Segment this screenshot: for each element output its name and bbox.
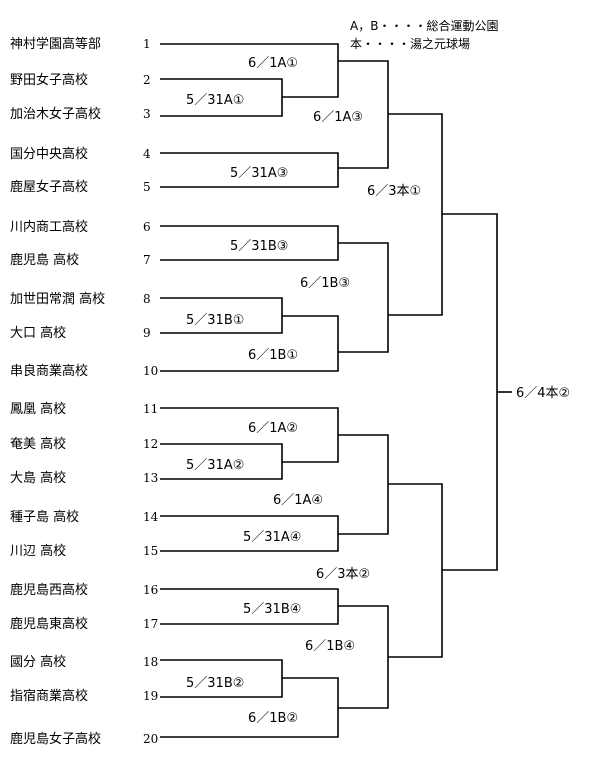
match-label: 6／1A②	[248, 421, 298, 436]
team-name: 鹿屋女子高校	[10, 179, 88, 195]
team-name: 加世田常潤 高校	[10, 291, 105, 307]
team-seed: 1	[143, 37, 151, 51]
bracket-line	[160, 43, 339, 98]
team-name: 串良商業高校	[10, 363, 88, 379]
team-seed: 20	[143, 732, 158, 746]
team-name: 鹿児島西高校	[10, 582, 88, 598]
team-seed: 14	[143, 510, 159, 524]
team-name: 鳳凰 高校	[10, 401, 66, 417]
bracket-line	[388, 483, 443, 658]
bracket-line	[442, 213, 498, 571]
team-seed: 4	[143, 147, 151, 161]
team-name: 鹿児島女子高校	[10, 731, 101, 747]
match-label: 6／1B④	[305, 639, 355, 654]
team-seed: 3	[143, 107, 151, 121]
match-label: 6／1B②	[248, 711, 298, 726]
team-name: 指宿商業高校	[10, 688, 88, 704]
team-seed: 12	[143, 437, 158, 451]
legend-venue-ab: A，B・・・・総合運動公園	[350, 18, 498, 33]
team-name: 加治木女子高校	[10, 106, 101, 122]
team-seed: 7	[143, 253, 151, 267]
team-seed: 19	[143, 689, 158, 703]
team-name: 大口 高校	[10, 325, 66, 341]
team-seed: 18	[143, 655, 158, 669]
match-label: 6／1A④	[273, 493, 323, 508]
team-name: 国分中央高校	[10, 146, 88, 162]
team-list: 神村学園高等部 1 野田女子高校 2 加治木女子高校 3 国分中央高校 4 鹿屋…	[10, 36, 159, 747]
match-label: 6／3本①	[367, 184, 421, 199]
team-seed: 9	[143, 326, 151, 340]
team-name: 奄美 高校	[10, 436, 66, 452]
bracket-line	[338, 242, 389, 353]
team-name: 川辺 高校	[10, 543, 66, 559]
team-name: 大島 高校	[10, 470, 66, 486]
team-name: 野田女子高校	[10, 72, 88, 88]
team-name: 鹿児島 高校	[10, 252, 79, 268]
match-label: 5／31B①	[186, 313, 244, 328]
team-seed: 16	[143, 583, 158, 597]
team-name: 川内商工高校	[10, 219, 88, 235]
match-label: 5／31B②	[186, 676, 244, 691]
match-label: 6／1A③	[313, 110, 363, 125]
team-name: 神村学園高等部	[10, 36, 101, 52]
team-seed: 8	[143, 292, 151, 306]
bracket-line	[388, 113, 443, 316]
match-label: 6／3本②	[316, 567, 370, 582]
match-label: 5／31B③	[230, 239, 288, 254]
team-seed: 10	[143, 364, 158, 378]
legend-venue-hon: 本・・・・湯之元球場	[350, 37, 470, 51]
match-label: 6／1B③	[300, 276, 350, 291]
bracket-lines	[160, 43, 512, 738]
match-label: 6／1A①	[248, 56, 298, 71]
team-name: 國分 高校	[10, 654, 66, 670]
match-label: 5／31B④	[243, 602, 301, 617]
team-seed: 5	[143, 180, 151, 194]
team-name: 種子島 高校	[10, 509, 79, 525]
team-seed: 15	[143, 544, 158, 558]
bracket-line	[160, 152, 339, 188]
bracket-line	[160, 315, 339, 372]
team-seed: 6	[143, 220, 151, 234]
match-label: 5／31A③	[230, 166, 288, 181]
bracket-line	[338, 605, 389, 709]
match-labels: 6／1A① 5／31A① 6／1A③ 5／31A③ 6／3本① 5／31B③ 6…	[186, 56, 570, 726]
bracket-line	[338, 434, 389, 535]
team-seed: 2	[143, 73, 151, 87]
match-label-final: 6／4本②	[516, 386, 570, 401]
match-label: 5／31A①	[186, 93, 244, 108]
team-seed: 13	[143, 471, 158, 485]
match-label: 5／31A②	[186, 458, 244, 473]
team-name: 鹿児島東高校	[10, 616, 88, 632]
match-label: 6／1B①	[248, 348, 298, 363]
team-seed: 17	[143, 617, 158, 631]
match-label: 5／31A④	[243, 530, 301, 545]
team-seed: 11	[143, 402, 158, 416]
